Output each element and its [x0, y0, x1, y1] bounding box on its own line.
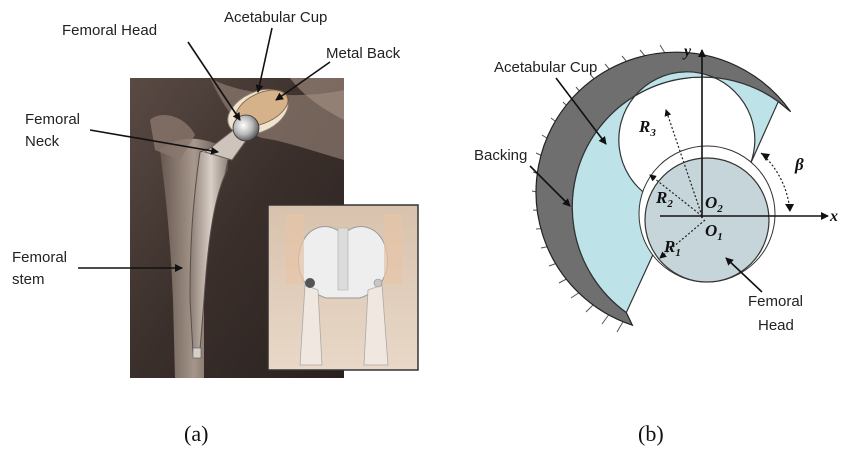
label-femoral-neck-line1: Femoral — [25, 111, 80, 128]
label-femoral-stem-line1: Femoral — [12, 249, 67, 266]
label-acetabular-cup-b: Acetabular Cup — [494, 59, 597, 76]
caption-a: (a) — [184, 421, 208, 446]
femoral-head-circle — [645, 158, 769, 282]
beta-arrow-tip-top — [761, 153, 770, 161]
label-femoral-head: Femoral Head — [62, 22, 157, 39]
label-acetabular-cup-a: Acetabular Cup — [224, 9, 327, 26]
label-femoral-head-b-line2: Head — [758, 317, 794, 334]
label-beta: β — [794, 155, 804, 174]
label-backing: Backing — [474, 147, 527, 164]
label-r3: R3 — [638, 117, 656, 139]
label-metal-back: Metal Back — [326, 45, 401, 62]
panel-a: Femoral Head Acetabular Cup Metal Back F… — [12, 9, 418, 446]
axis-label-x: x — [829, 208, 838, 225]
label-femoral-head-b-line1: Femoral — [748, 293, 803, 310]
axis-label-y: y — [682, 43, 692, 60]
label-femoral-stem-line2: stem — [12, 271, 45, 288]
pelvis-inset-image — [268, 205, 418, 370]
caption-b: (b) — [638, 421, 664, 446]
beta-arrow-tip-bottom — [785, 204, 794, 212]
label-femoral-neck-line2: Neck — [25, 133, 60, 150]
panel-b: y x R3 R2 R1 O2 O1 β Acetabular Cup Back… — [474, 43, 838, 446]
